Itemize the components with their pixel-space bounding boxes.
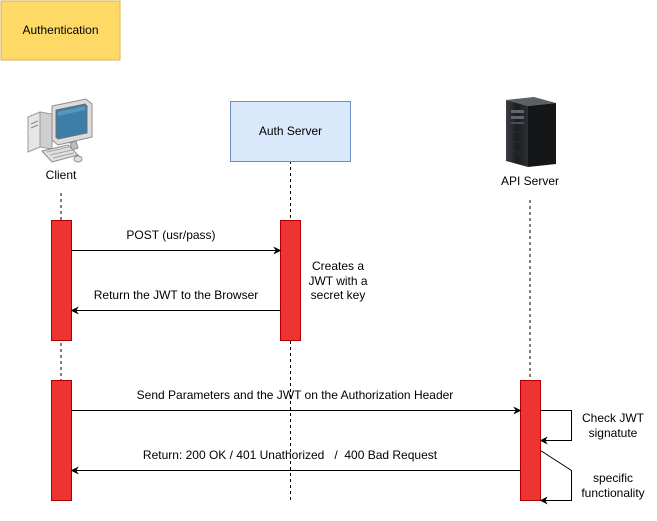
auth-server-shape [230,101,351,162]
specific-note: specific functionality [581,471,644,500]
check-jwt-note: Check JWT signatute [582,411,645,440]
send-params-label: Send Parameters and the JWT on the Autho… [137,388,454,402]
messages [70,246,572,505]
specific-line-2: functionality [581,486,644,500]
client-label: Client [46,168,77,182]
creates-jwt-line-3: secret key [311,288,366,302]
client-activation-2 [51,380,72,501]
api-server-activation [520,380,541,501]
title-box-label: Authentication [22,23,98,37]
api-server-label: API Server [501,174,559,188]
client-activation-1 [51,220,72,341]
activations [51,220,541,501]
check-jwt-self-arrow [539,410,572,445]
auth-server-activation [280,220,301,341]
specific-line-1: specific [593,471,633,485]
post-credentials-label: POST (usr/pass) [126,228,215,242]
return-jwt-label: Return the JWT to the Browser [94,288,259,302]
check-jwt-line-1: Check JWT [582,411,645,425]
auth-server-label: Auth Server [259,124,322,138]
desktop-computer-icon [27,98,93,163]
creates-jwt-line-1: Creates a [312,259,364,273]
server-tower-icon [506,97,556,167]
auth-server-box: Auth Server [230,101,351,162]
creates-jwt-line-2: JWT with a [308,274,367,288]
title-box-shape [0,0,121,61]
specific-self-arrow [539,450,572,505]
check-jwt-line-2: signatute [589,426,638,440]
creates-jwt-note: Creates a JWT with a secret key [308,259,367,302]
title-box: Authentication [0,0,121,61]
return-status-label: Return: 200 OK / 401 Unathorized / 400 B… [143,448,438,462]
